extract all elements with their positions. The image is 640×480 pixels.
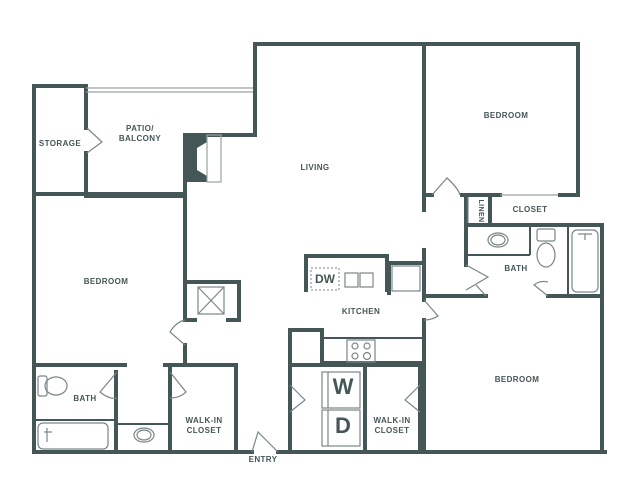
dryer-label: D: [335, 413, 351, 438]
dishwasher-label: DW: [315, 272, 335, 286]
bathtub-icon: [571, 229, 599, 293]
fixtures: [37, 197, 599, 450]
room-label-linen: LINEN: [477, 199, 484, 223]
walls: [32, 42, 607, 454]
room-label-storage: STORAGE: [38, 139, 82, 148]
doors: [86, 127, 549, 453]
room-label-walkin-left: WALK-IN CLOSET: [185, 416, 223, 435]
fireplace-icon: [185, 134, 222, 183]
washer-icon: [321, 371, 361, 409]
room-label-walkin-center: WALK-IN CLOSET: [373, 416, 411, 435]
room-label-bedroom-bottom-right: BEDROOM: [494, 375, 540, 384]
sink-icon: [487, 232, 509, 248]
room-label-patio: PATIO/ BALCONY: [118, 124, 162, 143]
room-label-entry: ENTRY: [248, 455, 278, 464]
room-label-living: LIVING: [300, 163, 330, 172]
room-label-bath-left: BATH: [73, 394, 97, 403]
room-label-closet: CLOSET: [512, 205, 548, 214]
shaft-x-icon: [197, 286, 225, 315]
room-label-bedroom-left: BEDROOM: [83, 277, 129, 286]
toilet-icon: [536, 228, 556, 242]
room-label-kitchen: KITCHEN: [341, 307, 381, 316]
toilet-icon: [37, 375, 48, 397]
kitchen-sink-icon: [344, 272, 359, 288]
stove-icon: [346, 339, 376, 363]
refrigerator-icon: [391, 265, 421, 292]
bathtub-icon: [37, 422, 109, 450]
washer-label: W: [332, 374, 354, 399]
dishwasher-outline: [310, 267, 340, 291]
dryer-icon: [321, 409, 361, 447]
room-label-bath-right: BATH: [504, 264, 528, 273]
room-label-bedroom-top-right: BEDROOM: [483, 111, 529, 120]
sink-icon: [133, 427, 155, 443]
